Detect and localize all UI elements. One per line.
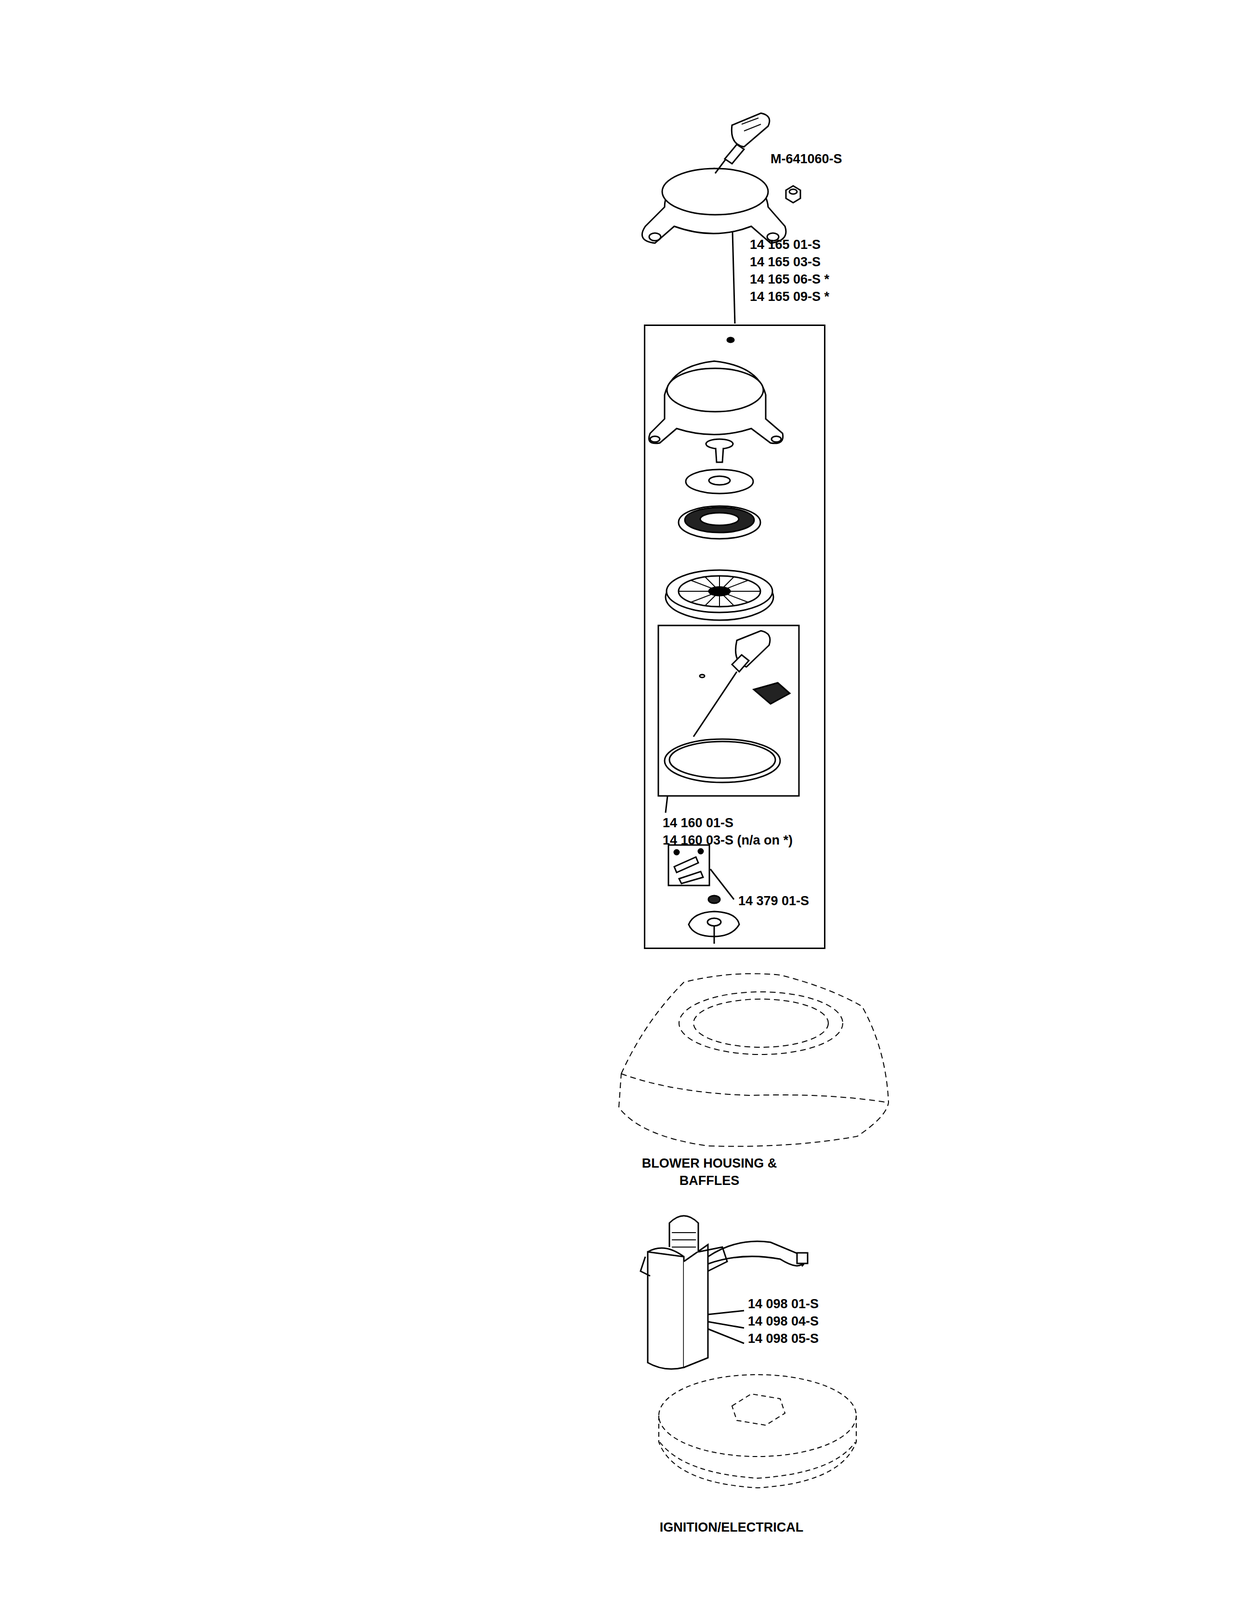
part-label: 14 098 01-S — [747, 1295, 819, 1313]
flywheel — [658, 1374, 857, 1489]
leader-line — [665, 796, 668, 813]
part-label: 14 165 01-S — [749, 235, 821, 254]
kit-box: 14 160 01-S14 160 03-S (n/a on *) 14 379 … — [643, 324, 826, 950]
dot — [727, 337, 734, 343]
screw — [705, 439, 733, 463]
leader-line — [707, 1329, 745, 1344]
leader-line — [707, 1310, 745, 1315]
rope-and-handle — [664, 630, 790, 783]
part-label: 14 160 01-S — [662, 814, 734, 832]
part-label: BLOWER HOUSING & BAFFLES — [632, 1154, 787, 1190]
ratchet — [688, 895, 740, 944]
part-label: 14 098 05-S — [747, 1330, 819, 1348]
part-label: M-641060-S — [770, 150, 843, 168]
part-label: 14 098 04-S — [747, 1312, 819, 1331]
starter-motor — [640, 1215, 808, 1370]
nut — [785, 185, 801, 203]
blower-housing — [618, 973, 889, 1147]
washer — [685, 469, 754, 494]
rope-kit-box — [658, 625, 799, 797]
pulley — [665, 570, 774, 621]
part-label: 14 379 01-S — [738, 892, 810, 910]
leader-line — [707, 1321, 745, 1329]
starter-housing — [649, 361, 784, 444]
recoil-starter — [641, 113, 786, 244]
part-label: 14 165 06-S * — [749, 270, 830, 288]
rewind-spring — [678, 506, 761, 539]
leader-line — [732, 231, 735, 324]
part-label: 14 165 09-S * — [749, 287, 830, 306]
part-label: IGNITION/ELECTRICAL — [659, 1518, 804, 1537]
part-label: 14 160 03-S (n/a on *) — [662, 831, 793, 850]
pawl-kit — [668, 845, 710, 886]
part-label: 14 165 03-S — [749, 253, 821, 271]
